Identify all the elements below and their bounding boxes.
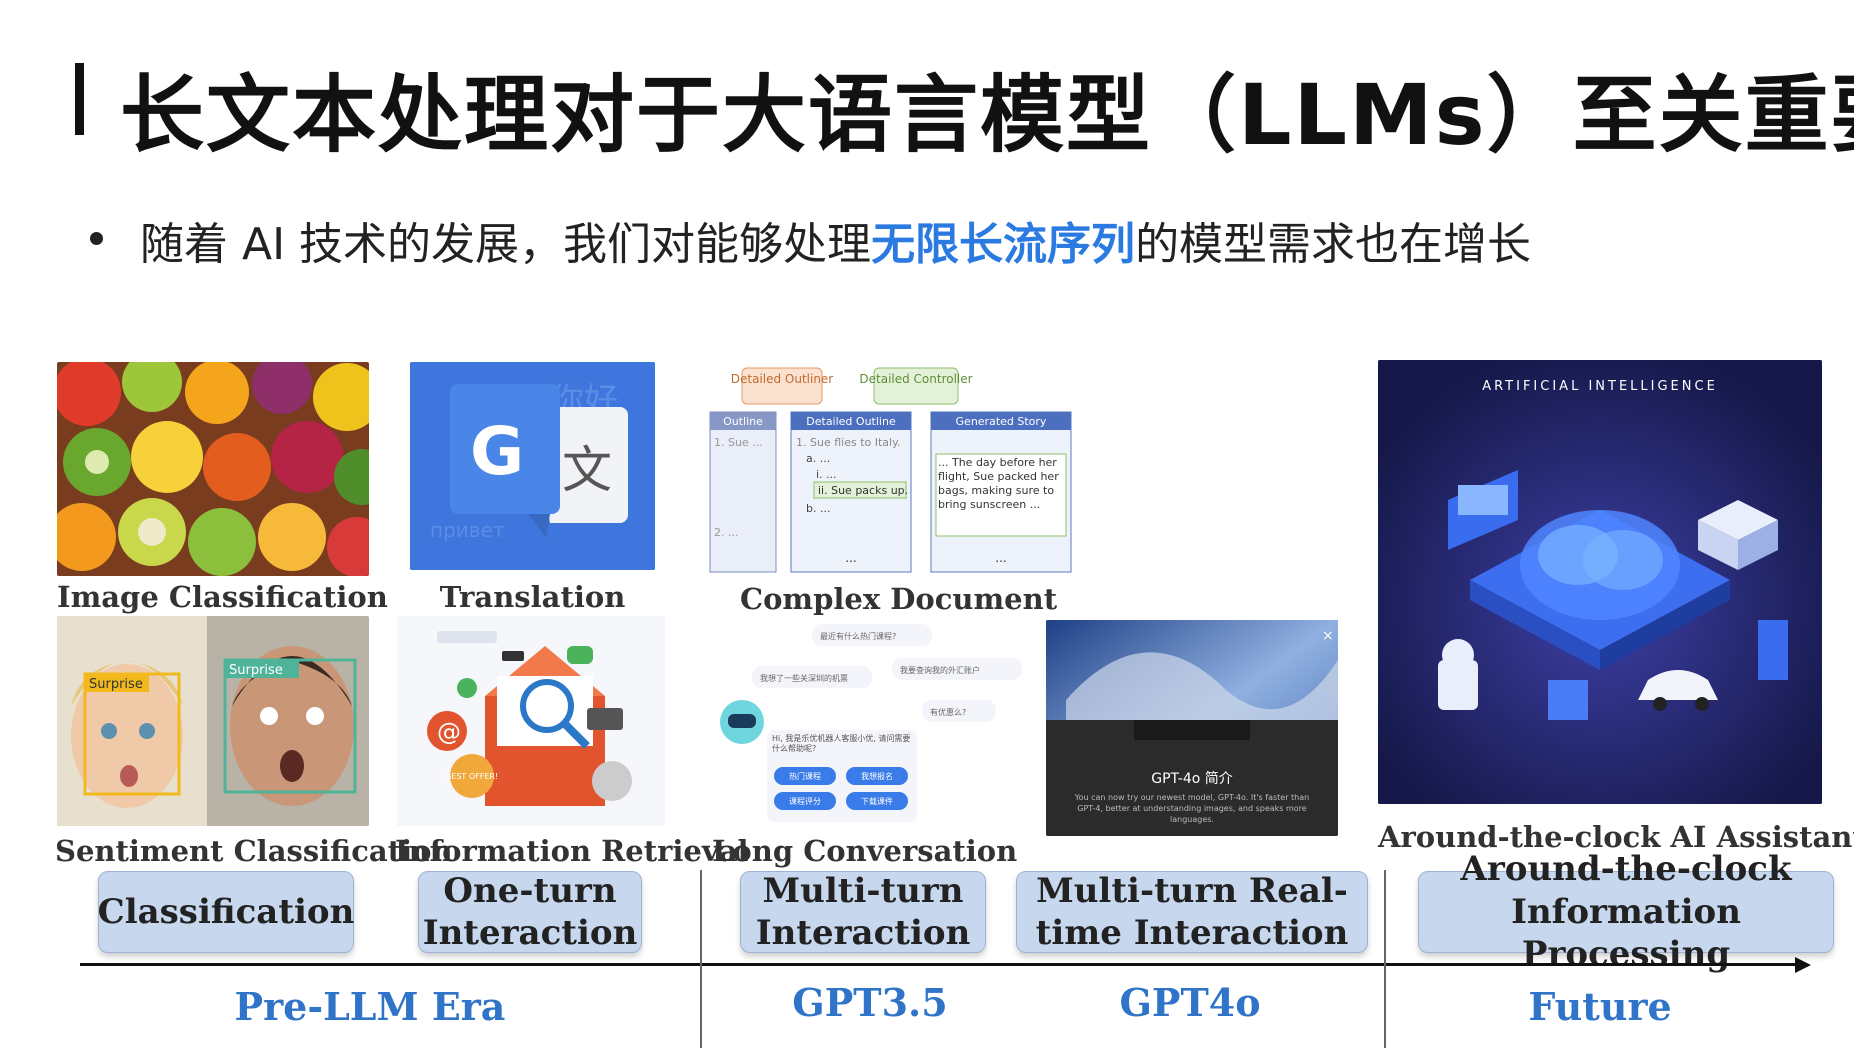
dots-2: ...	[995, 551, 1006, 565]
label-detailed-controller: Detailed Controller	[859, 372, 972, 386]
bullet-before: 随着 AI 技术的发展，我们对能够处理	[140, 219, 872, 270]
story-line3: i. ...	[816, 468, 837, 481]
col1-b: 2. ...	[714, 526, 738, 539]
fruit-image	[57, 362, 369, 576]
title-accent-bar	[75, 63, 84, 135]
face-label-2: Surprise	[229, 663, 283, 678]
chat-bot-text: Hi, 我是乐优机器人客服小优, 请问需要什么帮助呢?	[772, 734, 911, 753]
col1-a: 1. Sue ...	[714, 436, 763, 449]
box-multi-turn: Multi-turn Interaction	[740, 871, 986, 953]
label-generated-story: Generated Story	[956, 415, 1047, 428]
svg-text:文: 文	[562, 441, 612, 499]
chat-btn4: 下载课件	[861, 796, 893, 806]
timeline-arrow-icon	[1795, 957, 1811, 973]
caption-translation: Translation	[439, 580, 626, 614]
caption-information-retrieval: Information Retrieval	[395, 834, 749, 868]
story-line4: ii. Sue packs up.	[818, 484, 908, 497]
era-pre-llm: Pre-LLM Era	[234, 984, 506, 1029]
caption-sentiment-classification: Sentiment Classification	[55, 834, 453, 868]
caption-image-classification: Image Classification	[57, 580, 388, 614]
box-around-clock: Around-the-clock Information Processing	[1418, 849, 1834, 974]
box-classification: Classification	[98, 871, 354, 953]
chat-msg1: 最近有什么热门课程?	[820, 631, 896, 641]
label-detailed-outline: Detailed Outline	[806, 415, 896, 428]
era-gpt35: GPT3.5	[792, 980, 948, 1025]
story-line2: a. ...	[806, 452, 830, 465]
story-diagram: Detailed Outliner Detailed Controller Ou…	[708, 366, 1073, 574]
ai-isometric-image: ARTIFICIAL INTELLIGENCE	[1378, 360, 1822, 804]
slide-title: 长文本处理对于大语言模型（LLMs）至关重要	[120, 66, 1854, 164]
chat-btn1: 热门课程	[789, 771, 821, 781]
svg-text:G: G	[470, 413, 524, 490]
chat-btn3: 课程评分	[789, 797, 821, 806]
gpt4o-desc: You can now try our newest model, GPT-4o…	[1074, 793, 1310, 824]
era-gpt4o: GPT4o	[1119, 980, 1261, 1025]
retrieval-image: @ BEST OFFER!	[397, 616, 665, 826]
caption-long-conversation: Long Conversation	[712, 834, 1018, 868]
chat-msg2: 我想了一些关深圳的机票	[760, 673, 848, 683]
gpt4o-image: × GPT-4o 简介 You can now try our newest m…	[1046, 620, 1338, 836]
timeline-axis	[80, 963, 1800, 966]
caption-complex-document: Complex Document	[740, 582, 1058, 616]
dots-1: ...	[845, 551, 856, 565]
translate-image: 你好 привет G 文	[410, 362, 655, 570]
era-future: Future	[1528, 984, 1672, 1029]
chat-msg4: 有优惠么?	[930, 707, 966, 717]
svg-text:привет: привет	[430, 518, 505, 542]
bullet-dot	[90, 232, 103, 245]
face-label-1: Surprise	[89, 677, 143, 692]
bullet-highlight: 无限长流序列	[871, 219, 1136, 270]
chat-image: 最近有什么热门课程? 我想了一些关深圳的机票 我要查询我的外汇账户 有优惠么? …	[712, 622, 1032, 826]
gpt4o-close-icon: ×	[1322, 628, 1334, 644]
label-detailed-outliner: Detailed Outliner	[731, 372, 834, 386]
label-outline: Outline	[723, 415, 763, 428]
divider-2	[1384, 870, 1386, 1048]
chat-btn2: 我想报名	[861, 771, 893, 781]
gpt4o-title: GPT-4o 简介	[1151, 771, 1233, 787]
box-multi-turn-realtime: Multi-turn Real-time Interaction	[1016, 871, 1368, 953]
caption-ai-assistant: Around-the-clock AI Assistant	[1378, 820, 1854, 854]
ir-offer: BEST OFFER!	[446, 772, 498, 781]
divider-1	[700, 870, 702, 1048]
bullet-after: 的模型需求也在增长	[1135, 219, 1532, 270]
story-text: ... The day before her flight, Sue packe…	[938, 456, 1059, 511]
chat-msg3: 我要查询我的外汇账户	[900, 665, 980, 675]
story-line1: 1. Sue flies to Italy.	[796, 436, 901, 449]
faces-image: Surprise Surprise	[57, 616, 369, 826]
ai-banner: ARTIFICIAL INTELLIGENCE	[1482, 379, 1718, 394]
box-one-turn: One-turn Interaction	[418, 871, 642, 953]
bullet-text: 随着 AI 技术的发展，我们对能够处理无限长流序列的模型需求也在增长	[140, 208, 1531, 272]
at-icon: @	[437, 718, 461, 746]
story-line5: b. ...	[806, 502, 830, 515]
